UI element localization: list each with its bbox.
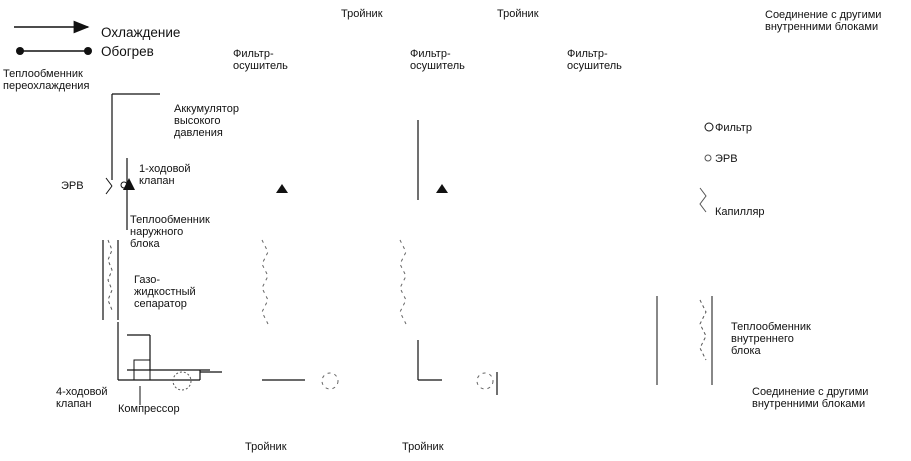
- compressor-label: Компрессор: [118, 403, 180, 415]
- erv-indoor-label: ЭРВ: [715, 153, 738, 165]
- filter-dryer-label-2: Фильтр- осушитель: [410, 48, 465, 72]
- branch-2-valve-arrow: [436, 184, 448, 193]
- two-way-valve-arrow: [123, 178, 135, 190]
- subcooling-hx-label: Теплообменник переохлаждения: [3, 68, 90, 92]
- filter-dryer-label-3: Фильтр- осушитель: [567, 48, 622, 72]
- indoor-erv-symbol: [704, 154, 712, 162]
- connection-label-top: Соединение с другими внутренними блоками: [765, 9, 882, 33]
- tee-label-top-1: Тройник: [341, 8, 383, 20]
- tee-label-bottom-1: Тройник: [245, 441, 287, 453]
- legend-heating-label: Обогрев: [101, 44, 154, 59]
- branch-2-dashes: [399, 239, 494, 390]
- filter-label: Фильтр: [715, 122, 752, 134]
- branch-2-piping: [417, 120, 498, 395]
- indoor-hx-coil: [699, 299, 707, 361]
- tee-label-bottom-2: Тройник: [402, 441, 444, 453]
- tee-label-top-2: Тройник: [497, 8, 539, 20]
- two-way-valve-label: 1-ходовой клапан: [139, 163, 191, 187]
- four-way-valve-label: 4-ходовой клапан: [56, 386, 108, 410]
- legend-cooling-label: Охлаждение: [101, 25, 181, 40]
- branch-1-dashes: [261, 239, 339, 390]
- filter-dryer-label-1: Фильтр- осушитель: [233, 48, 288, 72]
- outdoor-unit-piping: [102, 93, 222, 381]
- outdoor-hx-label: Теплообменник наружного блока: [130, 214, 210, 250]
- compressor-symbol: [172, 371, 192, 391]
- erv-outdoor-label: ЭРВ: [61, 180, 84, 192]
- outdoor-hx-coil: [107, 239, 113, 311]
- capillary-symbol: [699, 187, 707, 213]
- connection-label-bottom: Соединение с другими внутренними блоками: [752, 386, 869, 410]
- legend-heating-line: [16, 47, 92, 55]
- hp-accumulator-label: Аккумулятор высокого давления: [174, 103, 239, 139]
- branch-1-valve-arrow: [276, 184, 288, 193]
- indoor-hx-label: Теплообменник внутреннего блока: [731, 321, 811, 357]
- indoor-filter-symbol: [704, 122, 714, 132]
- four-way-valve-symbol: [133, 359, 151, 405]
- capillary-label: Капилляр: [715, 206, 765, 218]
- gas-liquid-separator-label: Газо- жидкостный сепаратор: [134, 274, 196, 310]
- indoor-unit-piping: [656, 296, 713, 385]
- outdoor-erv-symbol: [105, 177, 128, 195]
